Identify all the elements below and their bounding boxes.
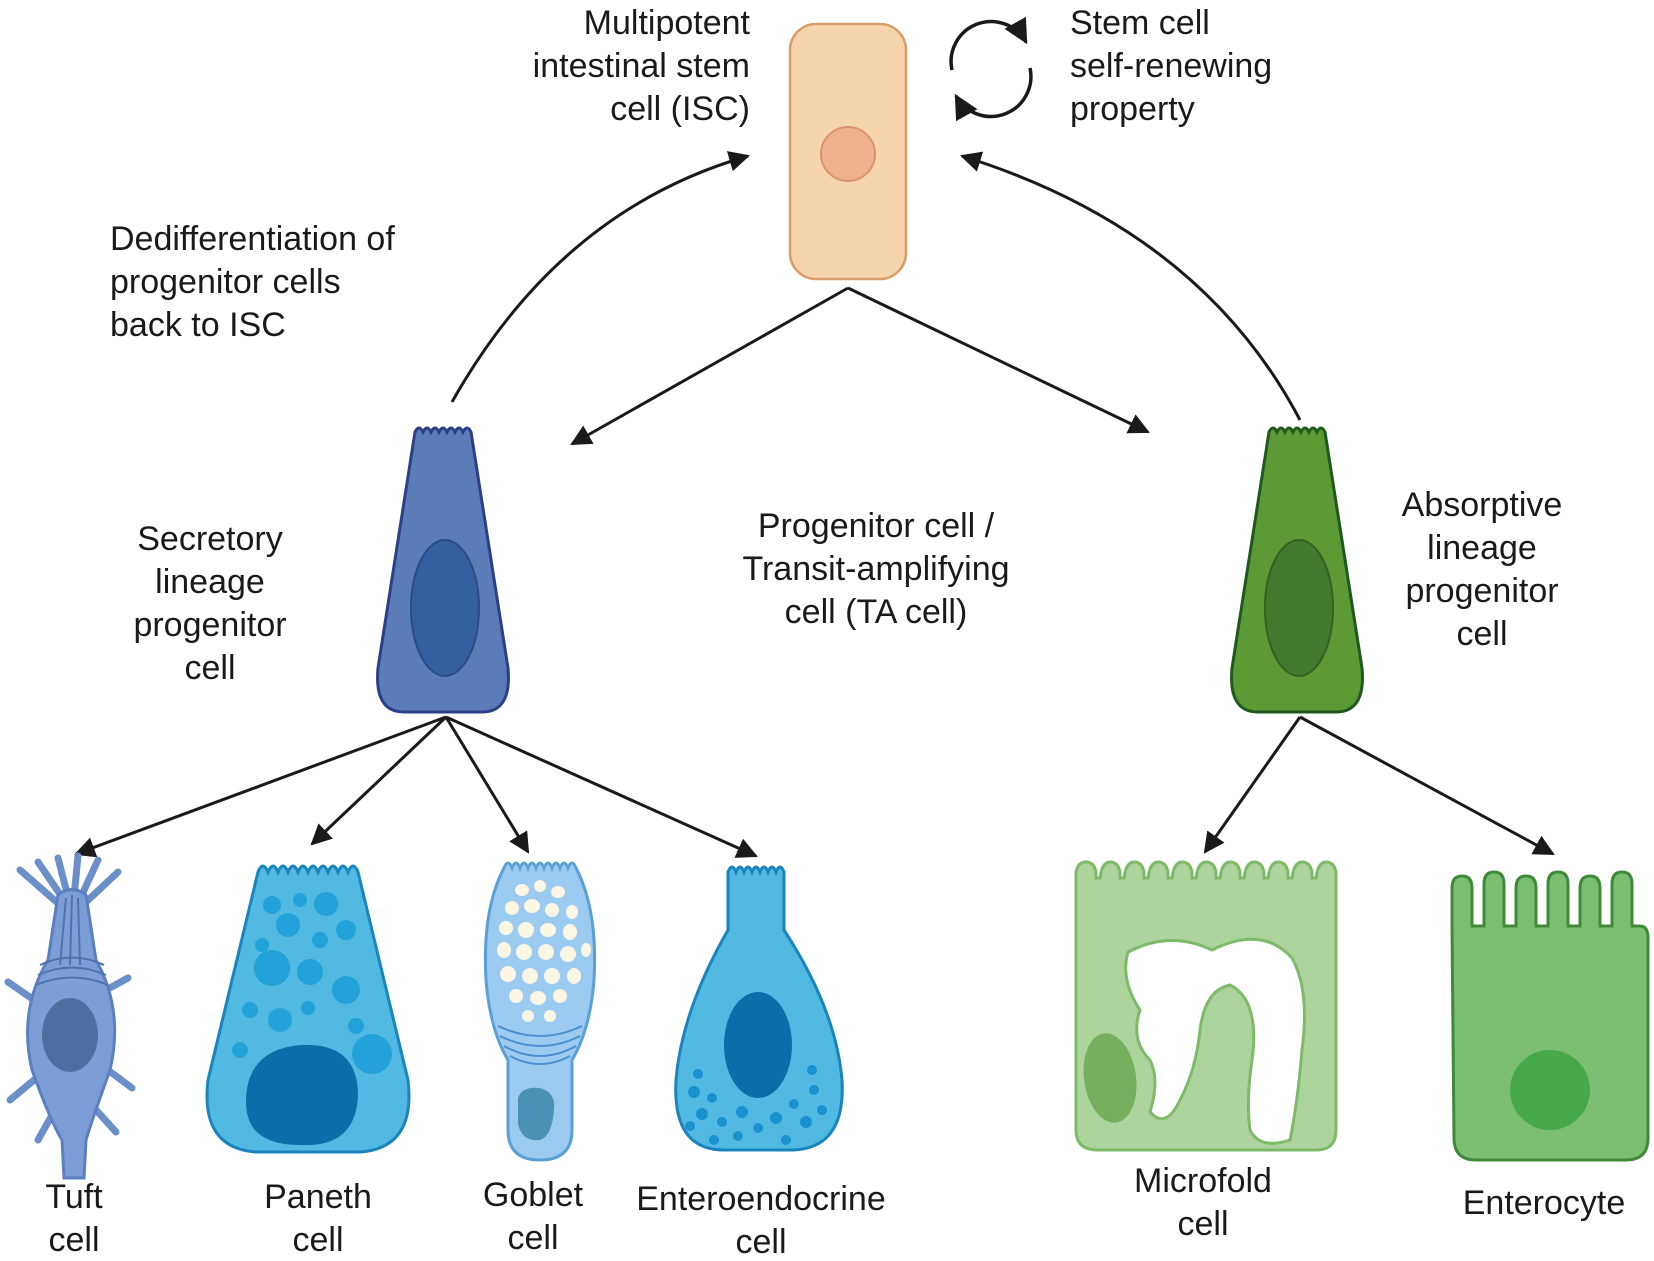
enterocyte-label: Enterocyte [1462,1184,1626,1222]
enterocyte-nucleus [1510,1050,1590,1130]
absorptive-progenitor-nucleus [1264,539,1334,677]
ta-cell-label: Progenitor cell / Transit-amplifying cel… [742,507,1010,631]
secretory-progenitor-label: Secretory lineage progenitor cell [133,520,287,687]
paneth-cell-label: Paneth cell [264,1178,372,1259]
enteroendocrine-nucleus [724,992,792,1098]
stem-cell [788,22,908,281]
paneth-nucleus [246,1044,358,1146]
tuft-nucleus [42,998,98,1072]
tuft-cell-label: Tuft cell [45,1178,103,1259]
paneth-cell [205,864,411,1154]
arrow-to-tuft [74,715,447,858]
goblet-nucleus [518,1087,555,1141]
enterocyte-cell [1450,870,1650,1162]
arrow-to-goblet [444,716,530,854]
arrow-dedifferentiation-absorptive [959,151,1302,421]
arrow-to-enteroendocrine [445,715,758,858]
enteroendocrine-cell [674,865,844,1152]
dedifferentiation-label: Dedifferentiation of progenitor cells ba… [110,220,395,344]
enteroendocrine-cell-label: Enteroendocrine cell [636,1180,886,1261]
tuft-cell [4,852,136,1180]
absorptive-progenitor-label: Absorptive lineage progenitor cell [1401,486,1563,653]
microfold-pocket [1124,937,1306,1145]
microfold-cell-label: Microfold cell [1134,1162,1272,1243]
secretory-progenitor-nucleus [410,539,480,677]
goblet-cell-label: Goblet cell [482,1176,584,1257]
arrow-to-paneth [310,715,448,846]
secretory-progenitor-cell [376,426,510,714]
goblet-cell [483,861,597,1162]
microfold-cell [1074,860,1338,1152]
arrow-isc-to-absorptive [847,286,1150,434]
stem-cell-nucleus [820,126,876,182]
self-renewal-icon [949,16,1033,122]
self-renewal-label: Stem cell self-renewing property [1070,4,1273,128]
absorptive-progenitor-cell [1230,426,1364,714]
microfold-nucleus [1083,1033,1137,1123]
arrow-to-enterocyte [1299,715,1555,856]
arrow-dedifferentiation-secretory [450,151,751,403]
arrow-to-microfold [1203,716,1302,854]
lineage-arrows [74,151,1555,858]
isc-label: Multipotent intestinal stem cell (ISC) [532,4,750,128]
arrow-isc-to-secretory [570,286,849,446]
